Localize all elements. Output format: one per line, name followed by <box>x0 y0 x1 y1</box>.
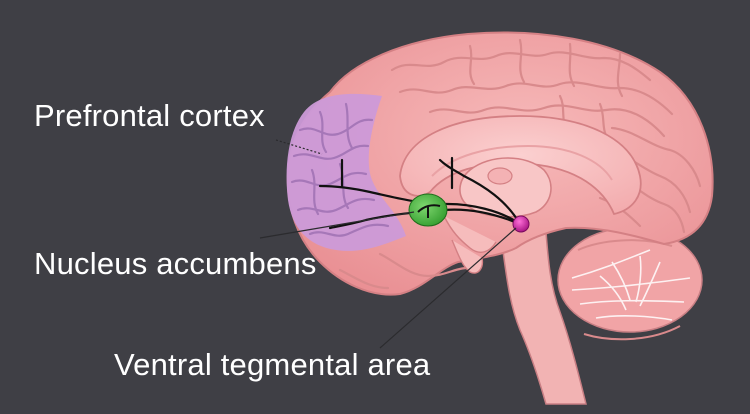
brainstem <box>499 229 587 405</box>
cerebellum <box>557 227 703 341</box>
cortical-gyri <box>338 38 702 290</box>
leader-lines <box>259 139 517 349</box>
prefrontal-cortex-region <box>286 93 406 251</box>
prefrontal-cortex-label: Prefrontal cortex <box>34 98 265 133</box>
nucleus-accumbens-label: Nucleus accumbens <box>34 246 317 281</box>
ventral-tegmental-area-label: Ventral tegmental area <box>114 347 431 382</box>
ventral-tegmental-area <box>512 215 530 233</box>
nucleus-accumbens <box>408 193 448 227</box>
diencephalon <box>443 157 552 274</box>
